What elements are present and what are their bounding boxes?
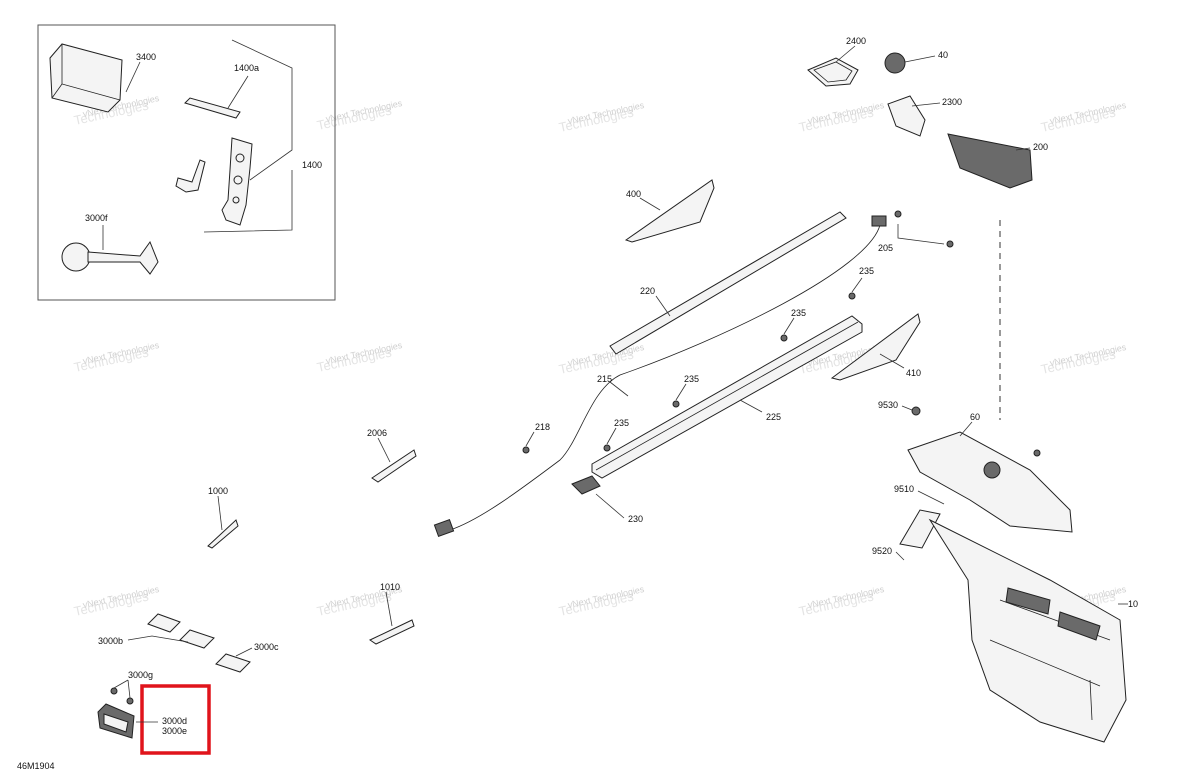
label-3000e: 3000e [162, 726, 187, 736]
diagram-code: 46M1904 [17, 761, 55, 771]
part-3000c-sticker[interactable] [215, 653, 251, 673]
screw[interactable] [672, 400, 680, 408]
label-9530: 9530 [878, 400, 898, 410]
part-9520-bracket[interactable] [899, 509, 941, 549]
label-235-3: 235 [684, 374, 699, 384]
screw[interactable] [1033, 449, 1041, 457]
part-60-console[interactable] [907, 431, 1073, 533]
label-60: 60 [970, 412, 980, 422]
label-1400: 1400 [302, 160, 322, 170]
label-3000d: 3000d [162, 716, 187, 726]
part-3000b-sticker[interactable] [147, 613, 181, 633]
part-225-rail[interactable] [591, 315, 863, 479]
label-3000c: 3000c [254, 642, 279, 652]
label-2400: 2400 [846, 36, 866, 46]
part-1000-trim[interactable] [207, 519, 239, 549]
screw[interactable] [603, 444, 611, 452]
left-small-parts: 2006 1000 1010 3000b 3000c 3000g [97, 428, 417, 739]
screw[interactable] [126, 697, 134, 705]
part-1400a-strap[interactable] [184, 97, 241, 119]
screw[interactable] [894, 210, 902, 218]
label-2006: 2006 [367, 428, 387, 438]
part-1010-trim[interactable] [368, 619, 415, 645]
part-215-harness[interactable] [449, 224, 881, 531]
part-10-front-panel[interactable] [928, 518, 1127, 743]
label-40: 40 [938, 50, 948, 60]
screws [522, 210, 954, 454]
part-60-port[interactable] [983, 461, 1001, 479]
label-1400a: 1400a [234, 63, 259, 73]
screw[interactable] [848, 292, 856, 300]
label-218: 218 [535, 422, 550, 432]
part-3000b-sticker-2[interactable] [179, 629, 215, 649]
label-410: 410 [906, 368, 921, 378]
label-230: 230 [628, 514, 643, 524]
highlight-box: 3000d 3000e [136, 684, 211, 755]
label-3000f: 3000f [85, 213, 108, 223]
label-9520: 9520 [872, 546, 892, 556]
right-console-parts: 60 9530 9510 9520 10 [872, 400, 1138, 743]
part-3000f-horn[interactable] [87, 240, 159, 275]
part-9530-screw[interactable] [911, 406, 921, 416]
part-220-rail[interactable] [609, 211, 847, 355]
label-225: 225 [766, 412, 781, 422]
part-2400-gasket[interactable] [807, 57, 859, 87]
part-410-trim[interactable] [830, 313, 921, 381]
part-2006-trim[interactable] [371, 449, 417, 483]
label-2300: 2300 [942, 97, 962, 107]
screw[interactable] [110, 687, 118, 695]
label-9510: 9510 [894, 484, 914, 494]
label-200: 200 [1033, 142, 1048, 152]
label-1000: 1000 [208, 486, 228, 496]
part-230-clip[interactable] [571, 475, 601, 495]
highlight-rectangle [140, 684, 211, 755]
label-205: 205 [878, 243, 893, 253]
label-400: 400 [626, 189, 641, 199]
label-235-2: 235 [791, 308, 806, 318]
kit-group-box: 3400 1400a 1400 3000f [37, 24, 336, 301]
label-215: 215 [597, 374, 612, 384]
label-3000b: 3000b [98, 636, 123, 646]
part-3000f-bulb[interactable] [61, 242, 91, 272]
label-3400: 3400 [136, 52, 156, 62]
part-1400-wrench[interactable] [221, 137, 253, 226]
label-235-4: 235 [614, 418, 629, 428]
screw[interactable] [522, 446, 530, 454]
part-40-cap[interactable] [884, 52, 906, 74]
screw[interactable] [946, 240, 954, 248]
part-200-gauge[interactable] [947, 133, 1033, 189]
screw[interactable] [780, 334, 788, 342]
center-rail-parts: 400 220 215 225 410 230 [433, 179, 954, 538]
label-220: 220 [640, 286, 655, 296]
part-3400-case[interactable] [49, 43, 123, 113]
top-right-parts: 2400 40 2300 200 [807, 36, 1048, 420]
part-215-connector[interactable] [871, 215, 887, 227]
label-3000g: 3000g [128, 670, 153, 680]
label-10: 10 [1128, 599, 1138, 609]
part-400-trim[interactable] [624, 179, 715, 243]
label-235-1: 235 [859, 266, 874, 276]
label-1010: 1010 [380, 582, 400, 592]
part-2300-seal[interactable] [887, 95, 926, 137]
part-1400-tool[interactable] [175, 159, 206, 193]
